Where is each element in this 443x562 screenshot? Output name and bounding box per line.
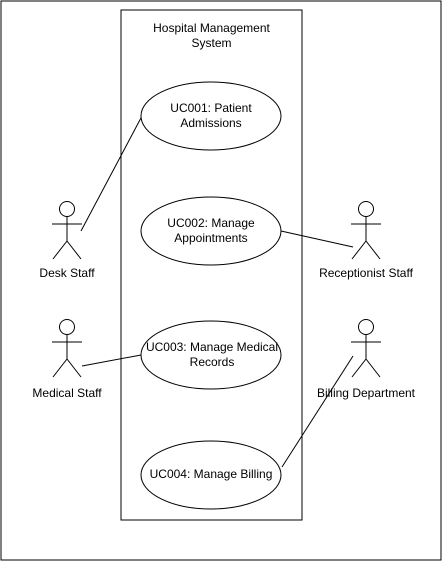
actor-receptionist-staff-label: Receptionist Staff [319, 266, 413, 280]
use-case-uc004-label: UC004: Manage Billing [149, 467, 273, 481]
association-billing-uc004[interactable] [281, 355, 354, 468]
use-case-uc002[interactable] [140, 196, 282, 266]
use-case-uc004[interactable] [140, 440, 282, 510]
actor-desk-staff-icon[interactable] [52, 201, 82, 260]
system-title: Hospital Management System [153, 21, 270, 50]
use-case-uc002-label: UC002: Manage Appointments [167, 216, 255, 245]
use-case-uc003[interactable] [140, 320, 282, 390]
actor-receptionist-staff-icon[interactable] [351, 201, 381, 260]
association-medical-staff-uc003[interactable] [81, 354, 142, 367]
association-receptionist-uc002[interactable] [280, 230, 354, 248]
actor-medical-staff-icon[interactable] [52, 319, 82, 378]
use-case-uc001-label: UC001: Patient Admissions [170, 101, 252, 130]
use-case-uc003-label: UC003: Manage Medical Records [145, 340, 279, 369]
use-case-uc001[interactable] [140, 81, 282, 151]
actor-billing-department-label: Billing Department [316, 386, 416, 400]
actor-desk-staff-label: Desk Staff [39, 266, 95, 280]
actor-billing-department-icon[interactable] [351, 319, 381, 378]
association-desk-staff-uc001[interactable] [80, 115, 143, 232]
actor-medical-staff-label: Medical Staff [32, 386, 102, 400]
